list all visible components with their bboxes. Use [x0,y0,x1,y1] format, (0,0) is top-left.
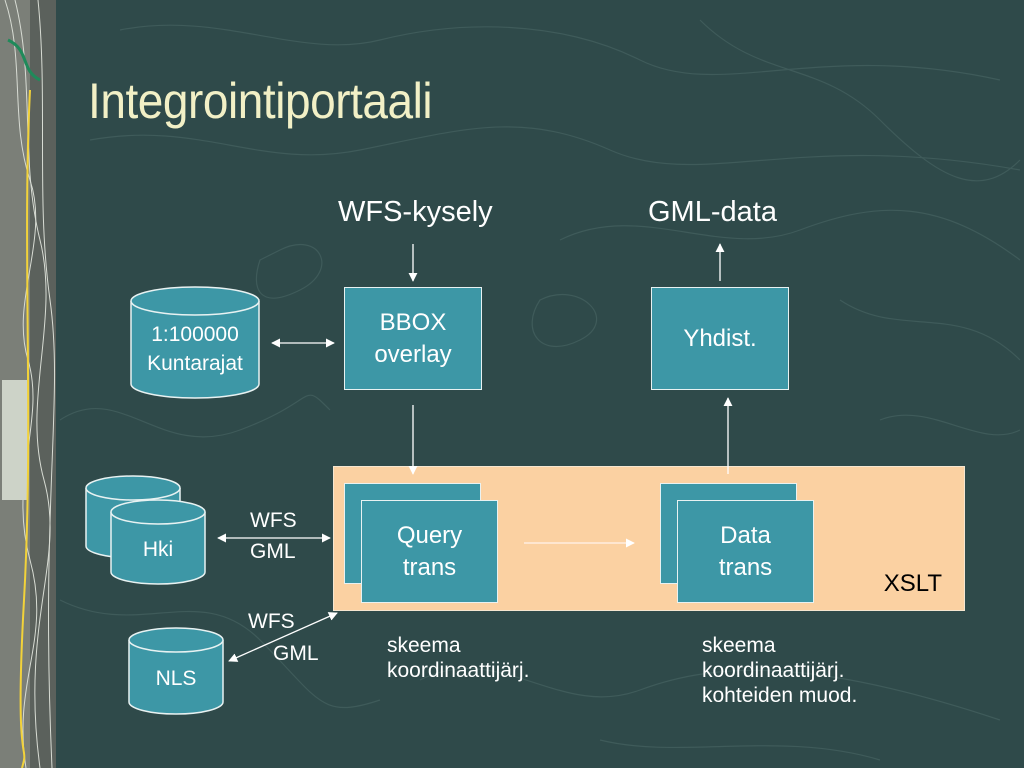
query-note-line1: skeema [387,634,461,657]
data-note-line1: skeema [702,634,776,657]
merge-label: Yhdist. [683,324,757,352]
data-note-line2: koordinaattijärj. [702,659,845,682]
data-trans-line1: Data [720,521,771,549]
query-trans-notes: skeema koordinaattijärj. [387,633,529,683]
municipal-db-line2: Kuntarajat [147,352,243,375]
nls-gml-label: GML [273,642,319,665]
merge-box: Yhdist. [651,287,789,390]
xslt-label: XSLT [883,570,942,597]
data-note-line3: kohteiden muod. [702,684,858,707]
slide-title: Integrointiportaali [88,73,433,129]
bbox-label-line2: overlay [374,340,452,368]
hki-wfs-label: WFS [250,509,297,532]
query-trans-line2: trans [402,553,457,581]
municipal-db-line1: 1:100000 [151,323,239,346]
nls-wfs-label: WFS [248,610,295,633]
left-decorative-strip [0,0,56,768]
wfs-query-label: WFS-kysely [338,196,493,228]
query-note-line2: koordinaattijärj. [387,659,530,682]
data-trans-notes: skeema koordinaattijärj. kohteiden muod. [702,633,857,708]
hki-gml-label: GML [250,540,296,563]
bbox-overlay-box: BBOX overlay [344,287,482,390]
data-trans-box: Data trans [677,500,814,603]
query-trans-box: Query trans [361,500,498,603]
municipal-db-label: 1:100000 Kuntarajat [131,320,259,378]
bbox-label-line1: BBOX [379,308,447,336]
hki-db-label: Hki [142,538,174,561]
data-trans-line2: trans [718,553,773,581]
gml-data-label: GML-data [648,196,777,228]
query-trans-line1: Query [396,521,463,549]
nls-db-label: NLS [155,667,197,690]
